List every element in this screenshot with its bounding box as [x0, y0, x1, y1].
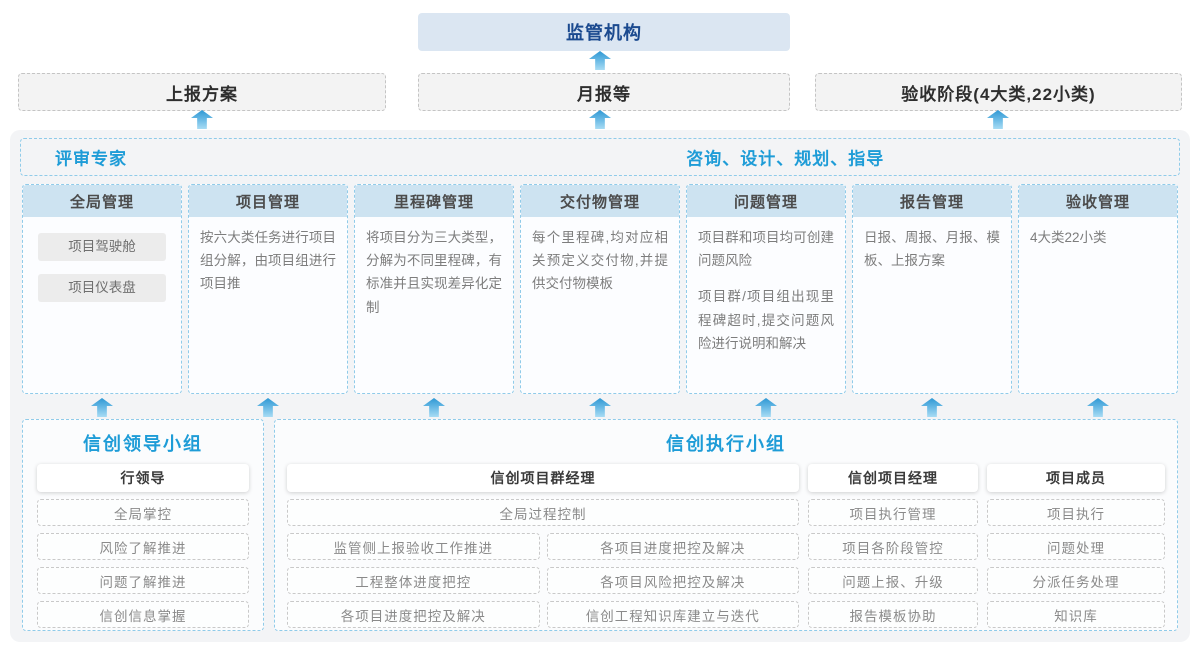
role-header-bank-leader: 行领导 — [37, 464, 249, 492]
list-item: 全局掌控 — [37, 499, 249, 526]
column-title: 里程碑管理 — [355, 185, 513, 217]
column-description: 4大类22小类 — [1030, 230, 1107, 245]
list-item: 项目各阶段管控 — [808, 533, 978, 560]
list-item: 全局过程控制 — [287, 499, 799, 526]
column-description: 按六大类任务进行项目组分解，由项目组进行项目推 — [200, 230, 336, 292]
column-milestone-mgmt: 里程碑管理 将项目分为三大类型，分解为不同里程碑，有标准并且实现差异化定制 — [354, 184, 514, 394]
list-item: 知识库 — [987, 601, 1165, 628]
column-deliverable-mgmt: 交付物管理 每个里程碑,均对应相关预定义交付物,并提供交付物模板 — [520, 184, 680, 394]
regulator-box: 监管机构 — [418, 13, 790, 51]
guidance-label: 咨询、设计、规划、指导 — [686, 149, 885, 169]
arrow-up-icon — [589, 110, 611, 129]
platform-header: 评审专家 咨询、设计、规划、指导 — [20, 138, 1180, 176]
column-report-mgmt: 报告管理 日报、周报、月报、模板、上报方案 — [852, 184, 1012, 394]
column-description: 将项目分为三大类型，分解为不同里程碑，有标准并且实现差异化定制 — [366, 230, 502, 315]
list-item: 风险了解推进 — [37, 533, 249, 560]
column-title: 报告管理 — [853, 185, 1011, 217]
arrow-up-icon — [191, 110, 213, 129]
feature-chip: 项目驾驶舱 — [38, 233, 166, 261]
arrow-up-icon — [589, 51, 611, 70]
execution-group-box: 信创执行小组 信创项目群经理 全局过程控制 监管侧上报验收工作推进 各项目进度把… — [274, 419, 1178, 631]
column-title: 问题管理 — [687, 185, 845, 217]
program-manager-column: 信创项目群经理 全局过程控制 监管侧上报验收工作推进 各项目进度把控及解决 工程… — [287, 464, 799, 628]
arrow-up-icon — [987, 110, 1009, 129]
column-title: 项目管理 — [189, 185, 347, 217]
management-columns: 全局管理 项目驾驶舱 项目仪表盘 项目管理 按六大类任务进行项目组分解，由项目组… — [22, 184, 1178, 394]
list-item: 信创工程知识库建立与迭代 — [546, 601, 799, 628]
list-item: 各项目进度把控及解决 — [287, 601, 540, 628]
list-item: 各项目进度把控及解决 — [546, 533, 799, 560]
list-item: 问题处理 — [987, 533, 1165, 560]
channel-monthly-report: 月报等 — [418, 73, 790, 111]
feature-chip: 项目仪表盘 — [38, 274, 166, 302]
project-member-column: 项目成员 项目执行 问题处理 分派任务处理 知识库 — [987, 464, 1165, 628]
execution-group-title: 信创执行小组 — [666, 434, 786, 454]
list-item: 各项目风险把控及解决 — [546, 567, 799, 594]
list-item: 工程整体进度把控 — [287, 567, 540, 594]
arrow-up-icon — [91, 398, 113, 417]
list-item: 问题上报、升级 — [808, 567, 978, 594]
project-manager-column: 信创项目经理 项目执行管理 项目各阶段管控 问题上报、升级 报告模板协助 — [808, 464, 978, 628]
list-item: 分派任务处理 — [987, 567, 1165, 594]
review-experts-label: 评审专家 — [55, 149, 127, 169]
column-title: 交付物管理 — [521, 185, 679, 217]
column-acceptance-mgmt: 验收管理 4大类22小类 — [1018, 184, 1178, 394]
column-description: 每个里程碑,均对应相关预定义交付物,并提供交付物模板 — [532, 230, 668, 292]
arrow-up-icon — [423, 398, 445, 417]
list-item: 项目执行 — [987, 499, 1165, 526]
arrow-up-icon — [755, 398, 777, 417]
channel-report-plan: 上报方案 — [18, 73, 386, 111]
column-title: 验收管理 — [1019, 185, 1177, 217]
column-description: 日报、周报、月报、模板、上报方案 — [864, 230, 1000, 269]
arrow-up-icon — [921, 398, 943, 417]
column-global-mgmt: 全局管理 项目驾驶舱 项目仪表盘 — [22, 184, 182, 394]
platform-container: 评审专家 咨询、设计、规划、指导 全局管理 项目驾驶舱 项目仪表盘 项目管理 按… — [10, 130, 1190, 642]
list-item: 项目执行管理 — [808, 499, 978, 526]
arrow-up-icon — [589, 398, 611, 417]
arrow-up-icon — [257, 398, 279, 417]
channel-acceptance-stage: 验收阶段(4大类,22小类) — [815, 73, 1182, 111]
list-item: 问题了解推进 — [37, 567, 249, 594]
arrow-up-icon — [1087, 398, 1109, 417]
list-item: 报告模板协助 — [808, 601, 978, 628]
column-issue-mgmt: 问题管理 项目群和项目均可创建问题风险 项目群/项目组出现里程碑超时,提交问题风… — [686, 184, 846, 394]
column-description: 项目群和项目均可创建问题风险 — [698, 230, 834, 269]
leadership-group-box: 信创领导小组 行领导 全局掌控 风险了解推进 问题了解推进 信创信息掌握 — [22, 419, 264, 631]
role-header-program-manager: 信创项目群经理 — [287, 464, 799, 492]
role-header-project-member: 项目成员 — [987, 464, 1165, 492]
role-header-project-manager: 信创项目经理 — [808, 464, 978, 492]
leadership-group-title: 信创领导小组 — [83, 434, 203, 454]
list-item: 信创信息掌握 — [37, 601, 249, 628]
column-project-mgmt: 项目管理 按六大类任务进行项目组分解，由项目组进行项目推 — [188, 184, 348, 394]
list-item: 监管侧上报验收工作推进 — [287, 533, 540, 560]
column-description: 项目群/项目组出现里程碑超时,提交问题风险进行说明和解决 — [698, 289, 834, 351]
column-arrows — [22, 398, 1178, 417]
column-title: 全局管理 — [23, 185, 181, 217]
